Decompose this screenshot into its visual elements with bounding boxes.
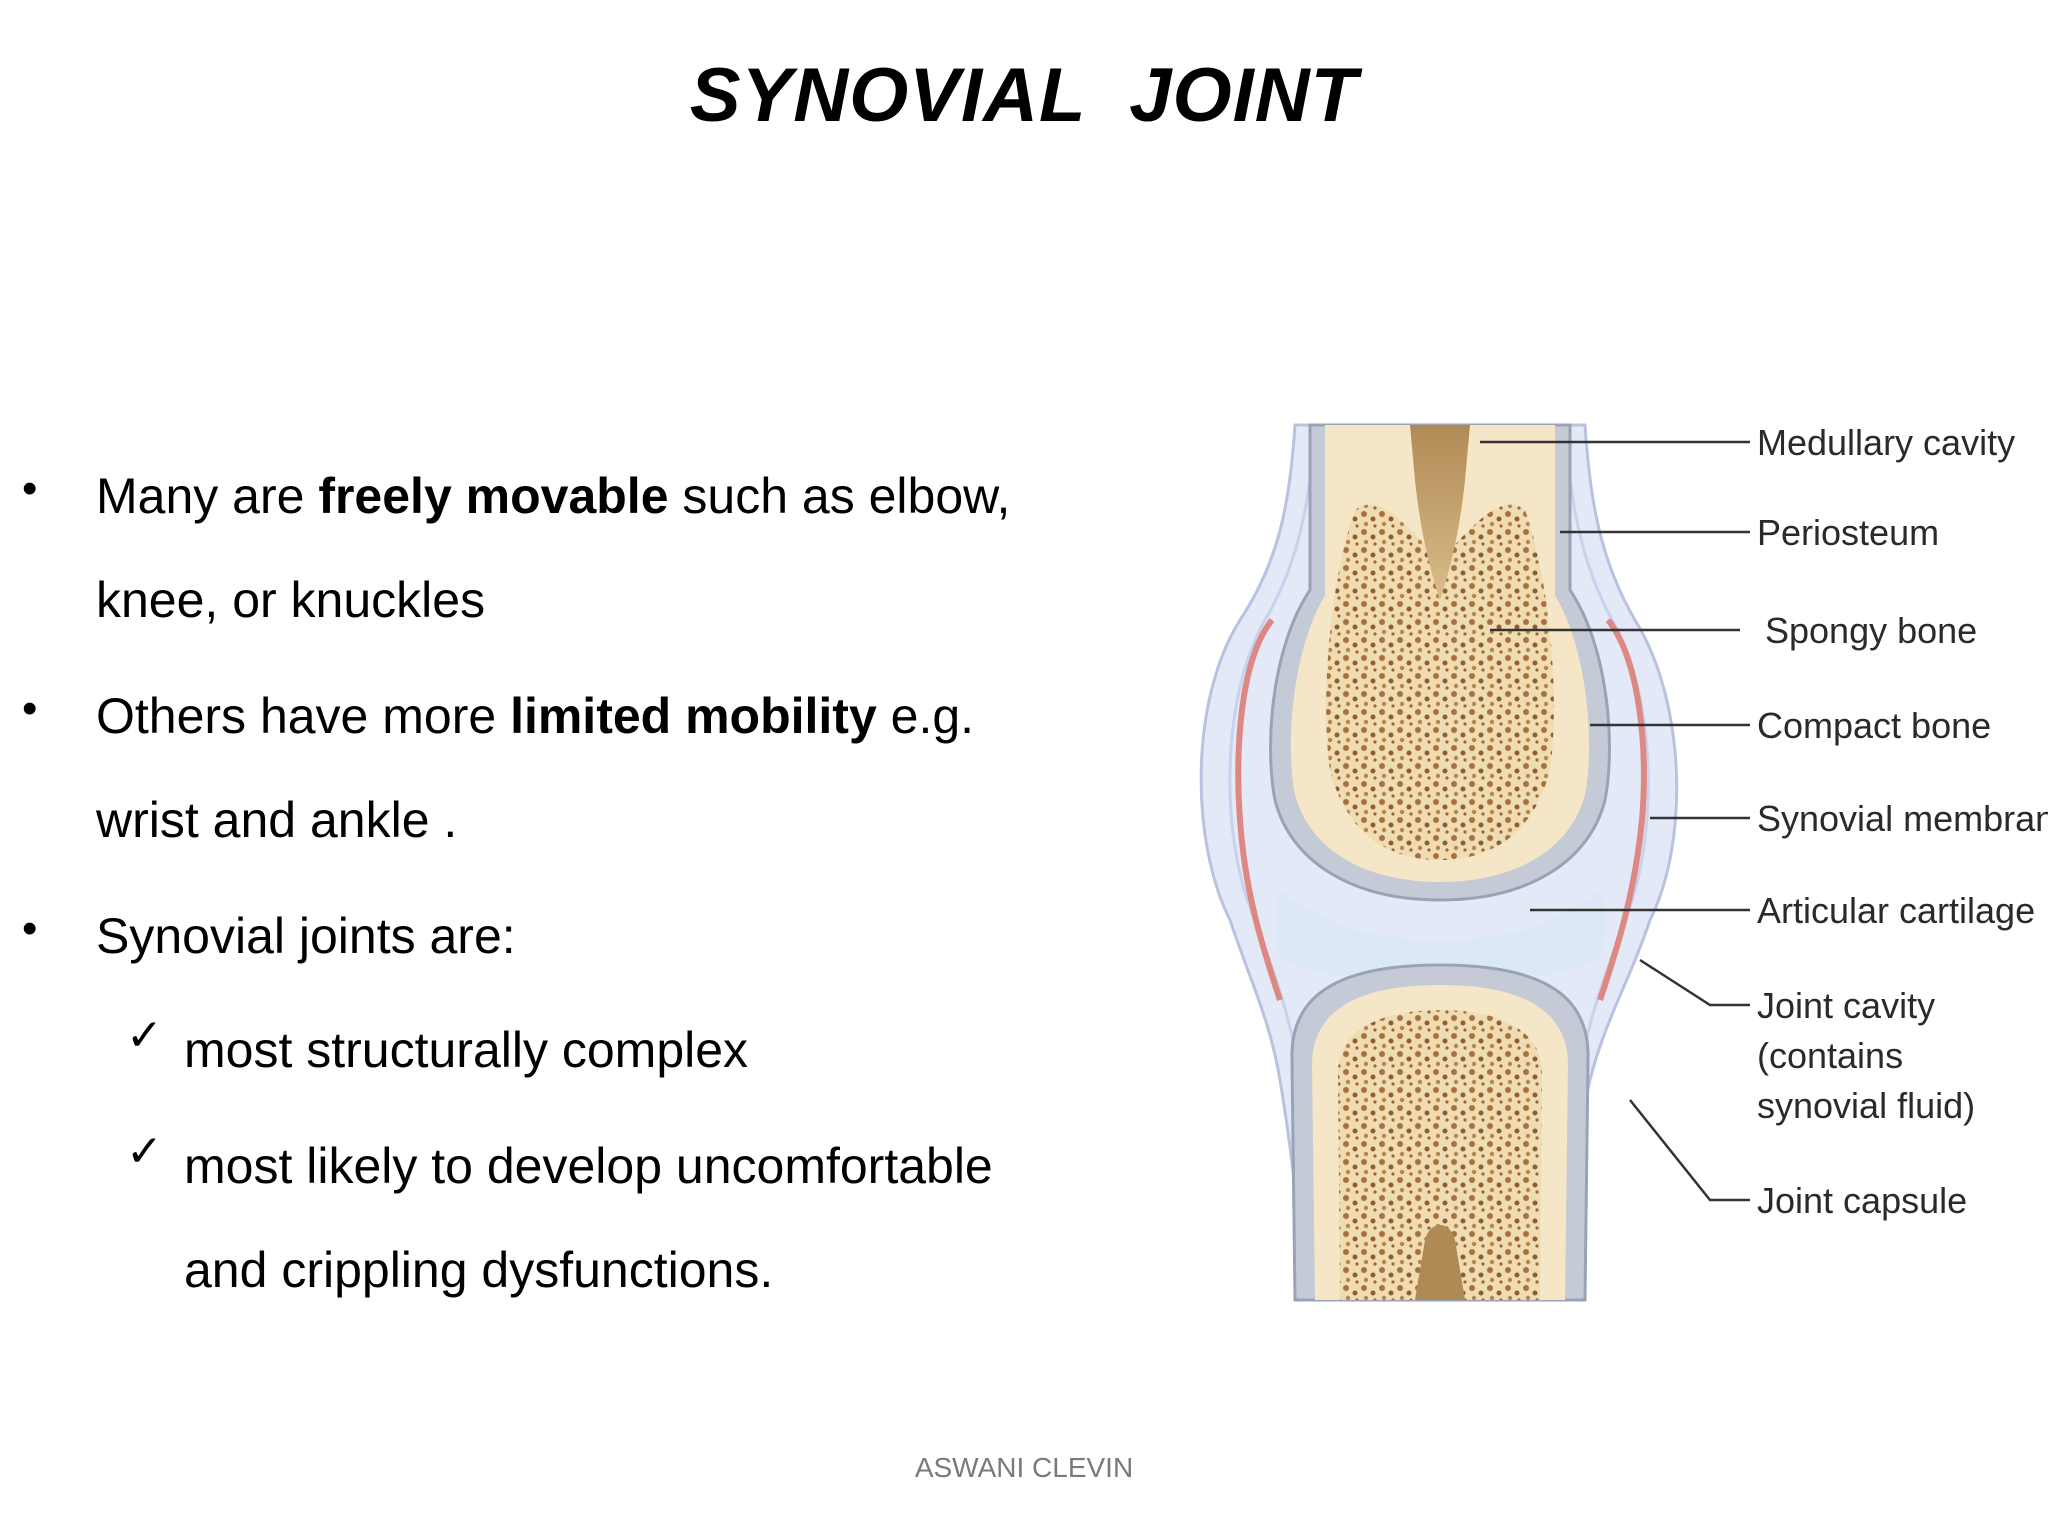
- check-icon: ✓: [126, 1011, 163, 1060]
- label-synovial-membrane: Synovial membrane: [1757, 798, 2048, 839]
- bullet-dot: •: [22, 904, 38, 953]
- sub-bullet-2-line-1: most likely to develop uncomfortable: [184, 1138, 993, 1194]
- bullet-1-text: Many are: [96, 468, 319, 524]
- check-icon: ✓: [126, 1127, 163, 1176]
- bullet-1-text-end: such as elbow,: [668, 468, 1011, 524]
- footer-author: ASWANI CLEVIN: [914, 1452, 1134, 1483]
- bullet-2-bold: limited mobility: [510, 688, 877, 744]
- bullet-dot: •: [22, 684, 38, 733]
- label-joint-capsule: Joint capsule: [1757, 1180, 1967, 1221]
- leader-lines: [1480, 440, 1750, 1202]
- bullet-1-line-1: Many are freely movable such as elbow,: [96, 466, 1010, 526]
- bullet-1-bold: freely movable: [318, 468, 669, 524]
- bullet-3-line-1: Synovial joints are:: [96, 908, 516, 964]
- label-medullary-cavity: Medullary cavity: [1757, 422, 2015, 463]
- joint-cavity: [1275, 890, 1606, 985]
- lower-bone-spongy: [1338, 1010, 1542, 1300]
- label-joint-cavity: Joint cavity: [1757, 985, 1935, 1026]
- bullet-2-line-1: Others have more limited mobility e.g.: [96, 686, 974, 746]
- bullet-2-text: Others have more: [96, 688, 511, 744]
- label-periosteum: Periosteum: [1757, 512, 1939, 553]
- sub-bullet-2-line-2: and crippling dysfunctions.: [184, 1242, 774, 1298]
- synovial-membrane-left: [1235, 618, 1283, 1001]
- medullary-cavity: [1410, 425, 1470, 600]
- bullet-dot: •: [22, 464, 38, 513]
- bullet-1-line-2: knee, or knuckles: [96, 572, 486, 628]
- label-articular-cartilage: Articular cartilage: [1757, 890, 2035, 931]
- label-joint-cavity-line-2: (contains: [1757, 1035, 1903, 1076]
- sub-bullet-1: most structurally complex: [184, 1022, 749, 1078]
- upper-bone-spongy: [1326, 504, 1554, 860]
- synovial-membrane-right: [1597, 618, 1647, 1001]
- label-joint-cavity-line-3: synovial fluid): [1757, 1085, 1975, 1126]
- label-spongy-bone: Spongy bone: [1765, 610, 1977, 651]
- label-compact-bone: Compact bone: [1757, 705, 1991, 746]
- bullet-2-line-2: wrist and ankle .: [96, 792, 458, 848]
- bullet-2-text-end: e.g.: [876, 688, 975, 744]
- slide-title: SYNOVIAL JOINT: [689, 53, 1359, 138]
- synovial-joint-diagram: Medullary cavity Periosteum Spongy bone …: [1199, 422, 2048, 1302]
